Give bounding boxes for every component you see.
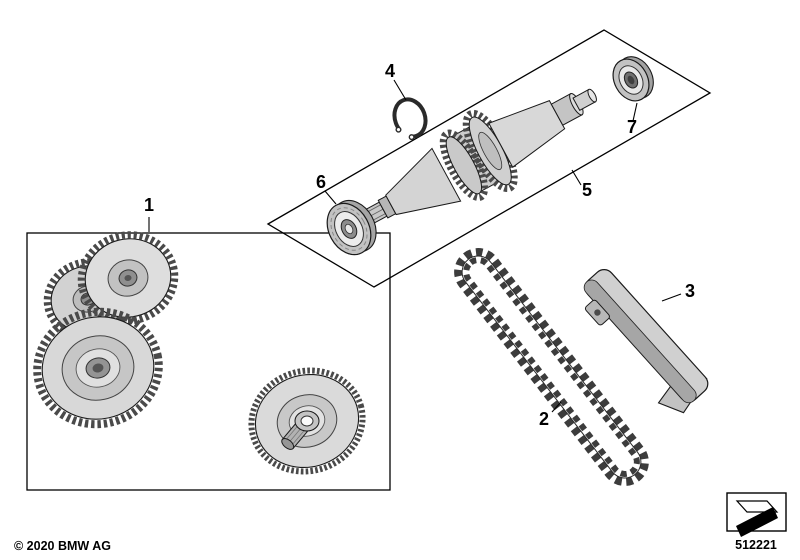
bearing-balls xyxy=(330,207,368,251)
main-picture-arrow-icon xyxy=(735,500,779,537)
guide-ridge xyxy=(583,279,697,404)
circlip-ear-hole xyxy=(395,126,402,133)
callout-leader-3 xyxy=(661,293,682,302)
gear-bore xyxy=(92,363,104,373)
shaft-cone xyxy=(385,147,462,216)
callout-label-1[interactable]: 1 xyxy=(144,195,154,215)
bearing-6[interactable] xyxy=(319,193,385,262)
hub-end xyxy=(281,438,295,450)
callout-label-4[interactable]: 4 xyxy=(385,61,395,81)
pinion-face-small xyxy=(445,136,482,195)
circlip-ear-hole xyxy=(408,134,415,141)
item1-frame-box xyxy=(26,232,391,491)
callout-leader-6 xyxy=(324,190,337,205)
gear-upper-front xyxy=(77,231,179,325)
callout-leader-4 xyxy=(393,79,407,101)
chain-centerline xyxy=(461,255,642,479)
timing-chain[interactable] xyxy=(450,244,653,490)
stub-end-face xyxy=(587,88,597,103)
callout-label-7[interactable]: 7 xyxy=(627,117,637,137)
circlip[interactable] xyxy=(387,95,431,143)
gear-large xyxy=(33,307,163,429)
callout-leader-5 xyxy=(571,169,582,186)
guide-bolt-hole xyxy=(594,309,601,316)
copyright-text: © 2020 BMW AG xyxy=(14,539,111,553)
hub-bore xyxy=(300,415,314,427)
pinion-recess xyxy=(478,131,503,171)
gear-flat xyxy=(248,367,366,475)
callout-label-3[interactable]: 3 xyxy=(685,281,695,301)
callout-leader-7 xyxy=(632,102,638,122)
chain-guide[interactable] xyxy=(566,266,713,421)
circlip-ring xyxy=(392,97,428,139)
intermediate-shaft[interactable] xyxy=(337,57,615,260)
part-number: 512221 xyxy=(735,538,777,552)
callout-label-6[interactable]: 6 xyxy=(316,172,326,192)
bearing-bore xyxy=(627,75,635,85)
bearing-7[interactable] xyxy=(606,50,660,107)
gear-bore xyxy=(124,274,132,282)
callout-leader-2 xyxy=(551,401,562,413)
gear-teeth xyxy=(77,231,179,325)
gear-teeth xyxy=(33,307,163,429)
gear-teeth xyxy=(248,367,366,475)
item5-frame-box xyxy=(266,29,712,288)
icon-sheet-outline xyxy=(735,500,779,513)
bearing-bore xyxy=(344,223,354,235)
callout-label-2[interactable]: 2 xyxy=(539,409,549,429)
main-picture-button[interactable] xyxy=(726,492,787,537)
chain-outer-links xyxy=(454,248,649,486)
chain-inner-links xyxy=(463,257,640,477)
shaft-taper xyxy=(488,100,566,168)
gear-train-group[interactable] xyxy=(27,225,375,485)
icon-arrow xyxy=(736,507,778,537)
callout-label-5[interactable]: 5 xyxy=(582,180,592,200)
